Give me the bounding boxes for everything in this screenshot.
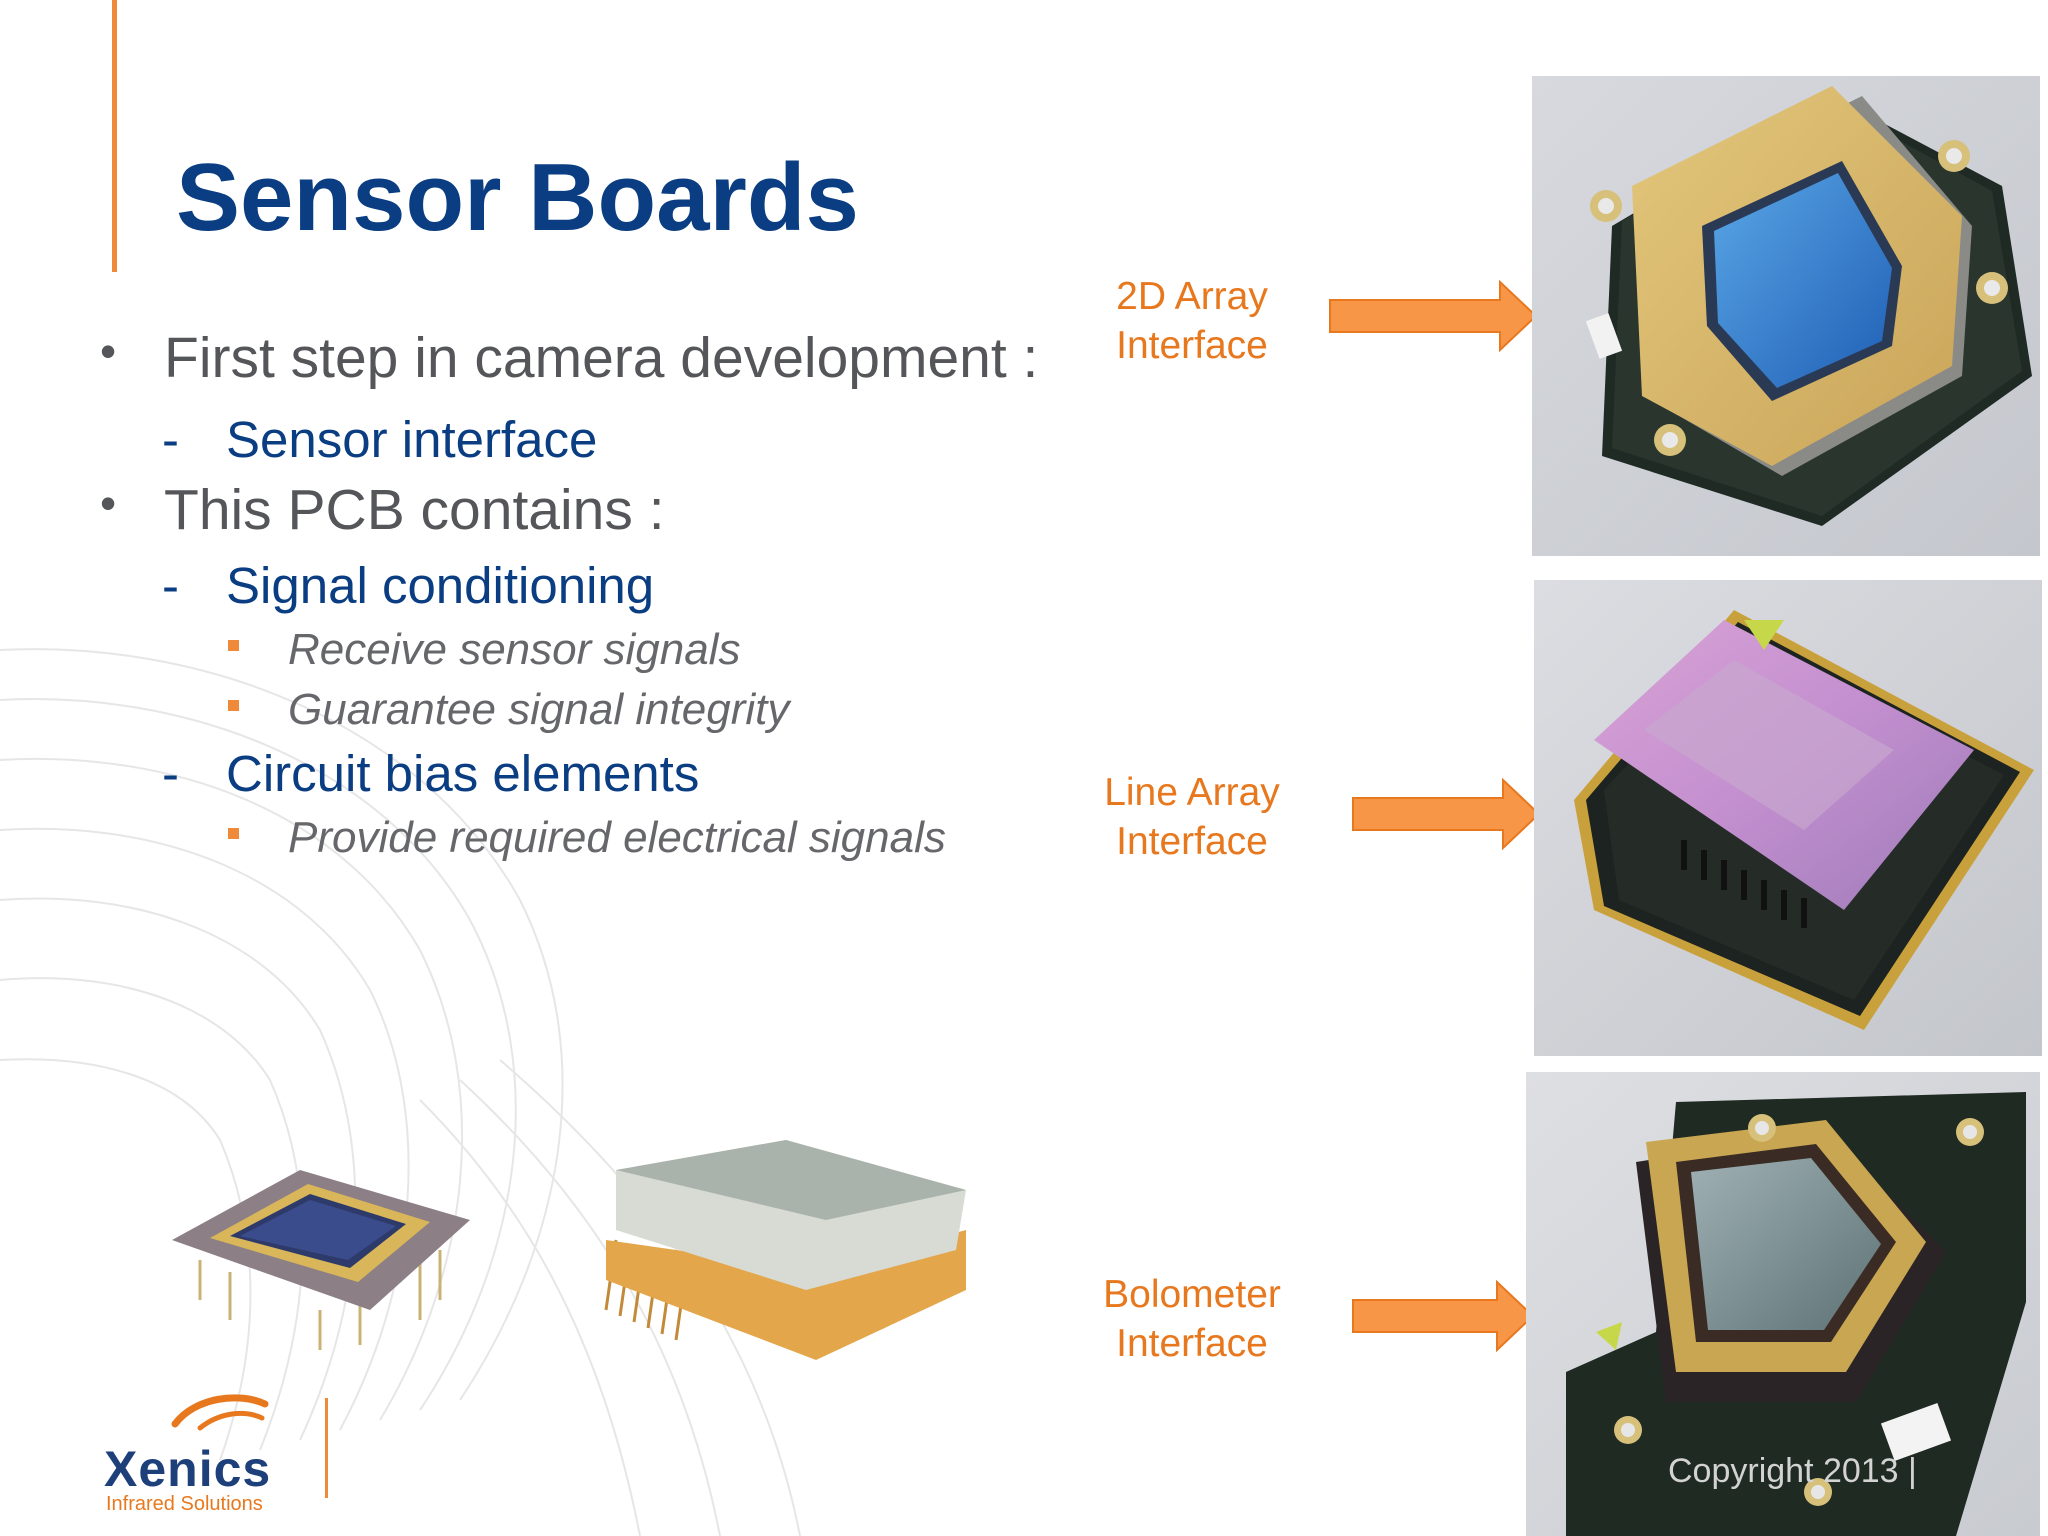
bullet-marker: • — [100, 325, 117, 377]
pcb-line-array-photo — [1534, 580, 2042, 1056]
interface-label-line: 2D Array — [1116, 275, 1268, 318]
arrow-right-icon — [1352, 778, 1541, 850]
arrow-right-icon — [1352, 1280, 1535, 1352]
slide-title: Sensor Boards — [176, 144, 859, 251]
xenics-logo: Xenics — [104, 1441, 272, 1497]
bullet-marker: • — [100, 477, 117, 529]
interface-label-line: Bolometer — [1103, 1273, 1281, 1316]
interface-label-line: Interface — [1116, 324, 1268, 367]
square-bullet-marker — [228, 700, 239, 711]
sub-sub-bullet-text: Provide required electrical signals — [288, 813, 946, 862]
interface-label-line: Line Array — [1104, 771, 1280, 814]
xenics-swoosh-icon — [171, 1394, 269, 1431]
sub-sub-bullet-text: Guarantee signal integrity — [288, 685, 790, 734]
dash-marker: - — [162, 411, 179, 468]
sub-sub-bullet-text: Receive sensor signals — [288, 625, 741, 674]
sensor-chip-photo — [604, 1140, 966, 1360]
logo-divider — [325, 1398, 328, 1498]
interface-label-line-array: Line Array Interface — [1082, 768, 1302, 866]
bullet-text: First step in camera development : — [164, 326, 1039, 390]
pcb-2d-array-photo — [1532, 76, 2040, 556]
bullet-text: This PCB contains : — [164, 478, 665, 542]
sub-bullet-text: Sensor interface — [226, 411, 598, 468]
accent-bar — [112, 0, 117, 272]
copyright-text: Copyright 2013 | — [1668, 1452, 1917, 1490]
dash-marker: - — [162, 557, 179, 614]
arrow-right-icon — [1329, 280, 1538, 352]
square-bullet-marker — [228, 828, 239, 839]
dash-marker: - — [162, 745, 179, 802]
interface-label-2d-array: 2D Array Interface — [1082, 272, 1302, 370]
sensor-chip-photo — [172, 1170, 470, 1350]
interface-label-bolometer: Bolometer Interface — [1082, 1270, 1302, 1368]
logo-tagline: Infrared Solutions — [106, 1493, 263, 1515]
sub-bullet-text: Circuit bias elements — [226, 745, 700, 802]
interface-label-line: Interface — [1116, 820, 1268, 863]
square-bullet-marker — [228, 640, 239, 651]
sub-bullet-text: Signal conditioning — [226, 557, 655, 614]
pcb-bolometer-photo — [1526, 1072, 2040, 1536]
interface-label-line: Interface — [1116, 1322, 1268, 1365]
